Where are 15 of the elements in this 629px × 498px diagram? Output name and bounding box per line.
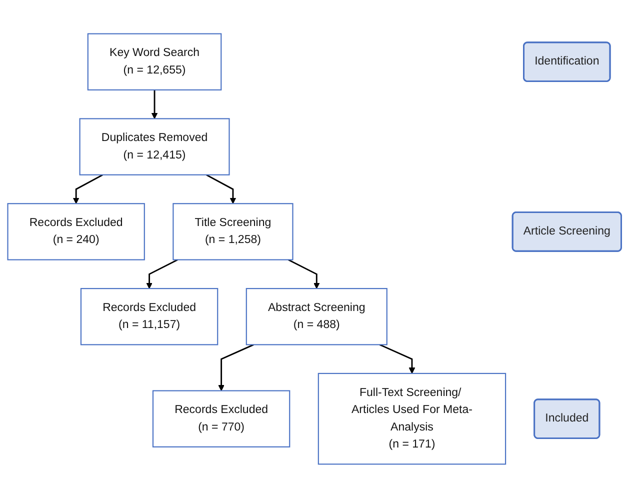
node-box: Records Excluded (n = 11,157): [80, 288, 218, 346]
node-box: Records Excluded (n = 770): [152, 390, 290, 448]
arrow: [146, 259, 178, 289]
node-box: Full-Text Screening/ Articles Used For Meta-Analysis (n = 171): [318, 372, 506, 465]
node-box: Key Word Search (n = 12,655): [87, 33, 222, 90]
arrow: [379, 344, 416, 374]
arrow: [151, 90, 158, 120]
node-box: Records Excluded (n = 240): [7, 203, 145, 260]
arrow: [288, 259, 320, 289]
node-box: Abstract Screening (n = 488): [246, 288, 388, 346]
node-box: Duplicates Removed (n = 12,415): [79, 118, 230, 176]
node-box: Title Screening (n = 1,258): [172, 203, 294, 260]
arrow: [218, 344, 254, 392]
arrow: [206, 174, 236, 204]
arrow: [72, 174, 104, 204]
